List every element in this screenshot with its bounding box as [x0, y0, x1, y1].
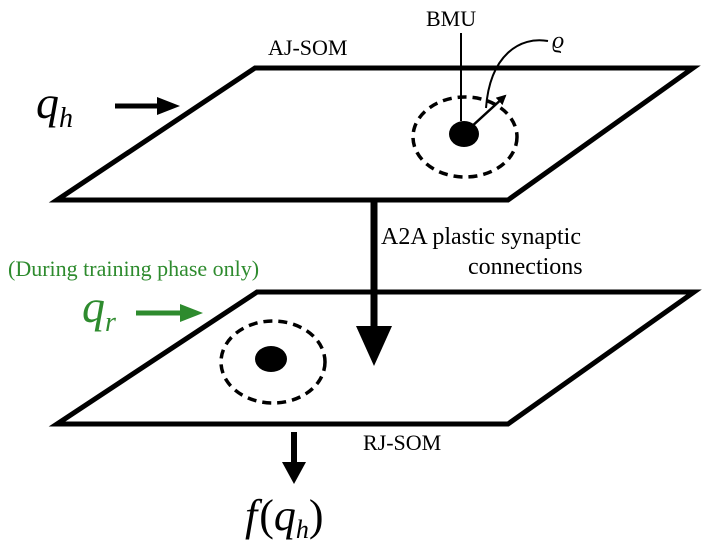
rj-neighborhood-circle: [219, 319, 327, 405]
bmu-label: BMU: [426, 6, 476, 31]
output-arrowhead: [282, 462, 306, 484]
a2a-connection-arrowhead: [356, 326, 392, 366]
qh-input-arrowhead: [157, 97, 180, 115]
radius-arrow: [469, 94, 507, 129]
training-note: (During training phase only): [8, 256, 259, 281]
radius-leader-line: [485, 39, 549, 109]
rj-som-label: RJ-SOM: [363, 430, 441, 455]
qr-symbol: qr: [82, 281, 116, 338]
aj-som-plane: [48, 65, 701, 203]
a2a-connection-label-line2: connections: [468, 254, 583, 280]
radius-symbol: ϱ: [552, 28, 564, 54]
bmu-neighborhood-circle: [411, 95, 519, 179]
qh-symbol: qh: [36, 77, 73, 134]
aj-som-label: AJ-SOM: [268, 35, 347, 60]
rj-winner-node: [255, 346, 287, 372]
a2a-connection-label-line1: A2A plastic synaptic: [381, 224, 581, 250]
qr-input-arrowhead: [180, 304, 203, 322]
output-function-label: f(qh): [245, 491, 324, 544]
rj-som-plane: [48, 289, 702, 427]
